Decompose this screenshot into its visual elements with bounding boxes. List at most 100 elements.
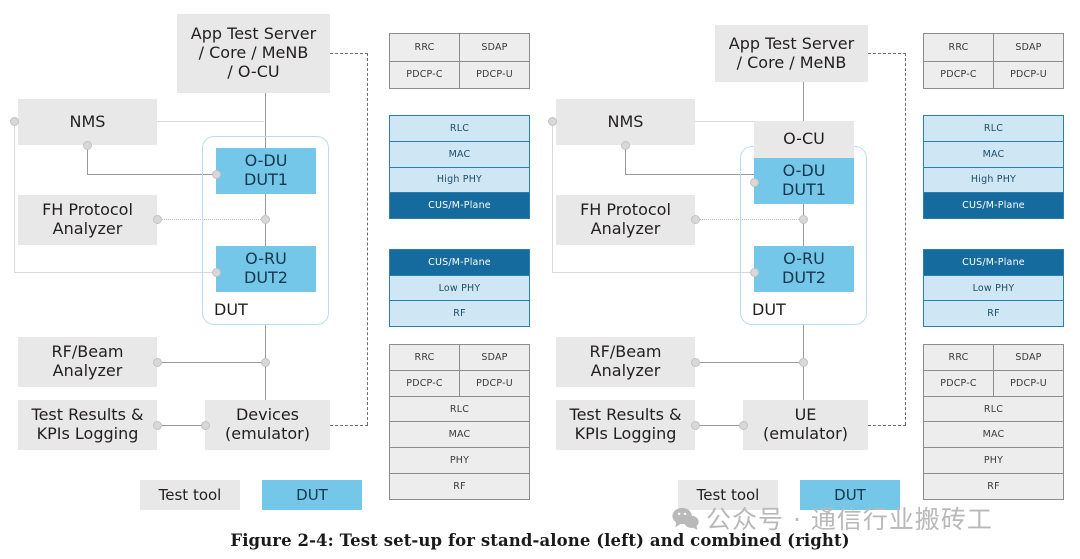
left-dut-container bbox=[202, 136, 329, 325]
left-cu-stack-cell: RRC bbox=[390, 34, 460, 61]
left-dut-container-label: DUT bbox=[214, 300, 248, 319]
right-odu-dut1-label: O-DU DUT1 bbox=[782, 161, 826, 199]
left-fh-link bbox=[157, 219, 267, 220]
right-du-stack: RLC MAC High PHY CUS/M-Plane bbox=[923, 115, 1064, 219]
right-dot-ue-in bbox=[739, 421, 748, 430]
left-test-results[interactable]: Test Results & KPIs Logging bbox=[18, 400, 157, 450]
left-dot-rfbeam-in bbox=[261, 358, 270, 367]
right-rf-beam-analyzer[interactable]: RF/Beam Analyzer bbox=[556, 337, 695, 387]
right-ru-stack-cell: Low PHY bbox=[924, 275, 1063, 301]
left-ru-stack-cell: Low PHY bbox=[390, 275, 529, 301]
figure-caption: Figure 2-4: Test set-up for stand-alone … bbox=[230, 531, 850, 550]
left-cu-stack-cell: PDCP-C bbox=[390, 61, 460, 88]
left-ru-stack-cell: RF bbox=[390, 301, 529, 327]
right-ue-emulator-label: UE (emulator) bbox=[763, 405, 848, 443]
right-ru-stack: CUS/M-Plane Low PHY RF bbox=[923, 249, 1064, 327]
right-ue-stack-cell: PDCP-C bbox=[924, 370, 994, 396]
left-ru-stack: CUS/M-Plane Low PHY RF bbox=[389, 249, 530, 327]
right-legend-test-tool: Test tool bbox=[678, 480, 778, 510]
left-du-stack-cell: RLC bbox=[390, 116, 529, 141]
left-dot-fh-out bbox=[153, 215, 162, 224]
right-odu-dut1[interactable]: O-DU DUT1 bbox=[754, 158, 854, 204]
left-device-stack-cell: RF bbox=[390, 474, 529, 499]
right-nms-feed-line bbox=[625, 174, 755, 176]
right-du-stack-cell: MAC bbox=[924, 141, 1063, 167]
right-du-stack-cell: RLC bbox=[924, 116, 1063, 141]
right-rfbeam-link bbox=[695, 362, 805, 364]
right-du-stack-cell: CUS/M-Plane bbox=[924, 193, 1063, 218]
left-rf-beam-analyzer[interactable]: RF/Beam Analyzer bbox=[18, 337, 157, 387]
left-legend-dut-label: DUT bbox=[296, 486, 328, 504]
left-testresults-link bbox=[157, 425, 217, 427]
left-ats-to-dut-line bbox=[265, 93, 267, 148]
right-nms-stub-line bbox=[625, 145, 627, 175]
right-ocu[interactable]: O-CU bbox=[754, 121, 854, 158]
right-dot-testresults-out bbox=[691, 421, 700, 430]
left-dot-odu-in bbox=[212, 170, 221, 179]
left-app-test-server-label: App Test Server / Core / MeNB / O-CU bbox=[190, 24, 317, 81]
right-dot-rfbeam-out bbox=[691, 358, 700, 367]
right-legend-dut: DUT bbox=[800, 480, 900, 510]
right-oru-dut2-label: O-RU DUT2 bbox=[782, 249, 826, 287]
left-oru-dut2[interactable]: O-RU DUT2 bbox=[216, 246, 316, 292]
right-dot-fh-out bbox=[691, 215, 700, 224]
right-ue-emulator[interactable]: UE (emulator) bbox=[743, 400, 868, 450]
right-rf-beam-analyzer-label: RF/Beam Analyzer bbox=[589, 342, 662, 380]
right-ats-dashed-v bbox=[905, 53, 906, 425]
left-dot-nms-bottom bbox=[83, 141, 92, 150]
watermark: 公众号 · 通信行业搬砖工 bbox=[672, 500, 993, 536]
right-ats-dashed-h bbox=[868, 53, 906, 54]
right-ru-stack-cell: CUS/M-Plane bbox=[924, 250, 1063, 275]
left-odu-dut1[interactable]: O-DU DUT1 bbox=[216, 148, 316, 194]
left-rfbeam-link bbox=[157, 362, 267, 364]
left-cu-stack: RRC SDAP PDCP-C PDCP-U bbox=[389, 33, 530, 89]
left-device-stack-cell: SDAP bbox=[460, 345, 529, 370]
left-du-stack: RLC MAC High PHY CUS/M-Plane bbox=[389, 115, 530, 219]
right-testresults-link bbox=[695, 425, 755, 427]
right-cu-stack: RRC SDAP PDCP-C PDCP-U bbox=[923, 33, 1064, 89]
left-du-stack-cell: MAC bbox=[390, 141, 529, 167]
right-nms-label: NMS bbox=[607, 111, 644, 131]
left-legend-test-tool: Test tool bbox=[140, 480, 240, 510]
right-nms[interactable]: NMS bbox=[556, 99, 695, 145]
left-devices-dashed-h bbox=[330, 425, 368, 426]
right-fh-protocol-analyzer[interactable]: FH Protocol Analyzer bbox=[556, 195, 695, 245]
right-test-results[interactable]: Test Results & KPIs Logging bbox=[556, 400, 695, 450]
right-app-test-server[interactable]: App Test Server / Core / MeNB bbox=[715, 25, 868, 82]
right-cu-stack-cell: SDAP bbox=[994, 34, 1063, 61]
left-dot-mid-duru bbox=[261, 215, 270, 224]
left-dot-oru-in bbox=[212, 268, 221, 277]
left-du-stack-cell: CUS/M-Plane bbox=[390, 193, 529, 218]
left-device-stack-cell: PHY bbox=[390, 448, 529, 474]
left-device-stack-cell: PDCP-U bbox=[460, 370, 529, 396]
right-test-results-label: Test Results & KPIs Logging bbox=[569, 405, 682, 443]
right-legend-test-tool-label: Test tool bbox=[696, 486, 760, 504]
right-dot-oru-in bbox=[750, 268, 759, 277]
left-devices-emulator[interactable]: Devices (emulator) bbox=[205, 400, 330, 450]
right-oru-dut2[interactable]: O-RU DUT2 bbox=[754, 246, 854, 292]
left-ats-dashed-h bbox=[330, 53, 368, 54]
left-nms-stub-line bbox=[87, 145, 89, 175]
left-app-test-server[interactable]: App Test Server / Core / MeNB / O-CU bbox=[177, 14, 330, 93]
left-cu-stack-cell: SDAP bbox=[460, 34, 529, 61]
right-du-stack-cell: High PHY bbox=[924, 167, 1063, 193]
left-cu-stack-cell: PDCP-U bbox=[460, 61, 529, 88]
right-ats-to-ocu-line bbox=[803, 82, 805, 122]
right-dot-mid-duru bbox=[799, 215, 808, 224]
left-devices-emulator-label: Devices (emulator) bbox=[225, 405, 310, 443]
right-dot-rfbeam-in bbox=[799, 358, 808, 367]
left-odu-dut1-label: O-DU DUT1 bbox=[244, 151, 288, 189]
left-du-stack-cell: High PHY bbox=[390, 167, 529, 193]
left-rf-beam-analyzer-label: RF/Beam Analyzer bbox=[51, 342, 124, 380]
right-ocu-label: O-CU bbox=[783, 129, 825, 149]
right-dot-odu-in bbox=[750, 178, 759, 187]
right-cu-stack-cell: RRC bbox=[924, 34, 994, 61]
right-fh-protocol-analyzer-label: FH Protocol Analyzer bbox=[580, 200, 671, 238]
left-dot-testresults-out bbox=[153, 421, 162, 430]
left-nms[interactable]: NMS bbox=[18, 99, 157, 145]
right-dot-nms-bottom bbox=[621, 141, 630, 150]
left-fh-protocol-analyzer[interactable]: FH Protocol Analyzer bbox=[18, 195, 157, 245]
left-nms-feed-line bbox=[87, 174, 217, 176]
right-ue-stack-cell: PDCP-U bbox=[994, 370, 1063, 396]
